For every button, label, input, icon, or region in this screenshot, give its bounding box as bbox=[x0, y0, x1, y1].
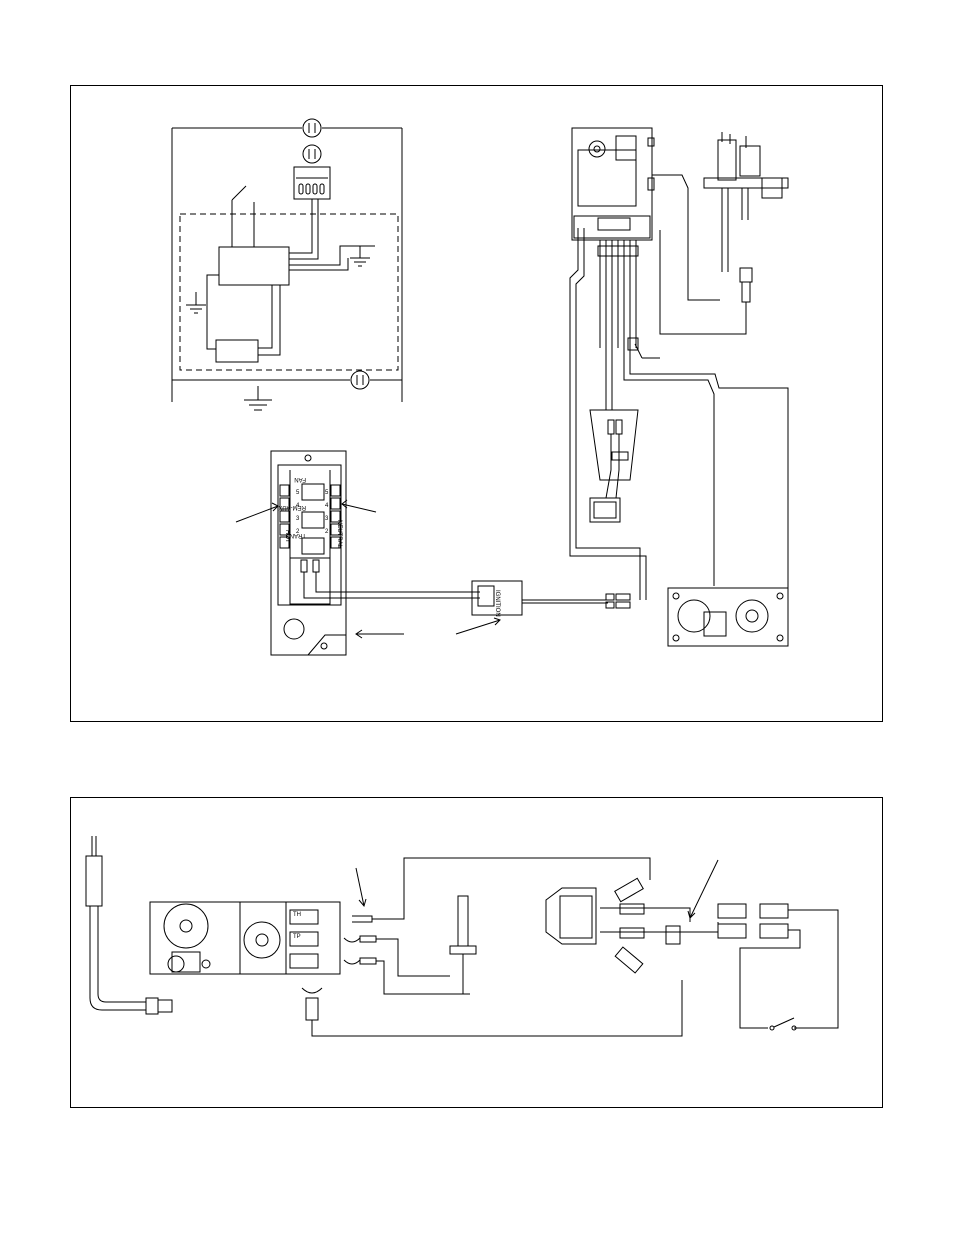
schematic-enclosure bbox=[171, 127, 403, 402]
control-module bbox=[218, 246, 290, 286]
wiring-diagram-bottom-panel bbox=[70, 797, 883, 1108]
switch-leads bbox=[231, 185, 255, 247]
terminal-number-left: 4 bbox=[296, 503, 300, 509]
wiring-harness bbox=[597, 240, 639, 351]
wiring-diagram-top-panel bbox=[70, 85, 883, 722]
th-label: TH bbox=[293, 912, 301, 918]
rocker-switch bbox=[589, 348, 639, 523]
leader-arrows bbox=[235, 343, 660, 639]
ground-icon bbox=[186, 304, 206, 314]
terminal-strip bbox=[293, 166, 331, 200]
trans-label: TRANS bbox=[286, 532, 306, 538]
terminal-number-right: 2 bbox=[325, 529, 329, 535]
thermocouple bbox=[85, 836, 173, 1015]
terminal-number-left: 3 bbox=[296, 516, 300, 522]
remote-module-label: IGNITION bbox=[494, 590, 500, 617]
terminal-number-right: 4 bbox=[325, 503, 329, 509]
thermopile-sensor bbox=[449, 895, 477, 994]
ground-icon bbox=[345, 245, 375, 267]
switch-icon bbox=[769, 1017, 797, 1031]
connector-plug bbox=[605, 593, 631, 609]
tp-label: TP bbox=[293, 934, 301, 940]
terminal-number-left: 5 bbox=[296, 490, 300, 496]
remote-module bbox=[432, 580, 608, 616]
leader-arrows bbox=[355, 859, 719, 919]
remaux-label: REM-AUX bbox=[278, 504, 306, 510]
hot-label: HOT bbox=[284, 530, 290, 543]
gas-valve bbox=[149, 901, 341, 975]
pilot-assembly bbox=[703, 132, 789, 312]
terminal-number-left: 2 bbox=[296, 529, 300, 535]
schematic-wiring bbox=[195, 199, 358, 356]
plug-icon bbox=[350, 370, 370, 390]
neutral-label: NEUTRAL bbox=[336, 520, 342, 549]
rocker-switch bbox=[545, 887, 597, 945]
receptacle-box bbox=[270, 450, 432, 656]
relay-module bbox=[215, 339, 259, 363]
terminal-number-right: 5 bbox=[325, 490, 329, 496]
ignition-control-module bbox=[571, 127, 655, 241]
plug-icon bbox=[302, 144, 322, 164]
wire-connectors bbox=[614, 877, 839, 1029]
gas-valve bbox=[667, 587, 789, 647]
bottom-wiring bbox=[311, 857, 719, 1037]
fan-label: FAN bbox=[294, 476, 306, 482]
ground-icon bbox=[244, 386, 272, 411]
plug-icon bbox=[302, 118, 322, 138]
pilot-wiring bbox=[569, 174, 789, 636]
terminal-number-right: 3 bbox=[325, 516, 329, 522]
